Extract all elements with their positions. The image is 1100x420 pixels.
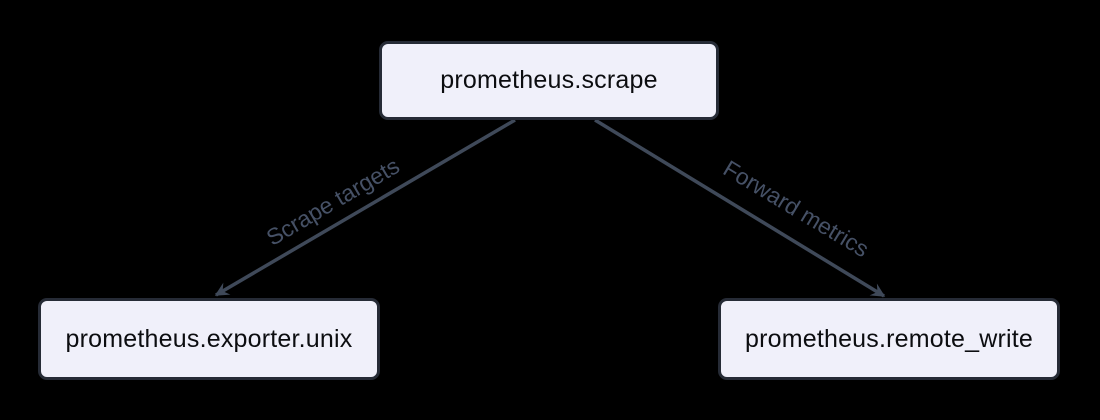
node-prometheus-scrape: prometheus.scrape xyxy=(379,41,719,120)
node-prometheus-exporter-unix: prometheus.exporter.unix xyxy=(38,298,380,380)
edge-scrape-to-exporter xyxy=(214,118,516,297)
node-prometheus-remote-write: prometheus.remote_write xyxy=(718,298,1060,380)
edge-scrape-to-remote-write xyxy=(594,118,886,298)
